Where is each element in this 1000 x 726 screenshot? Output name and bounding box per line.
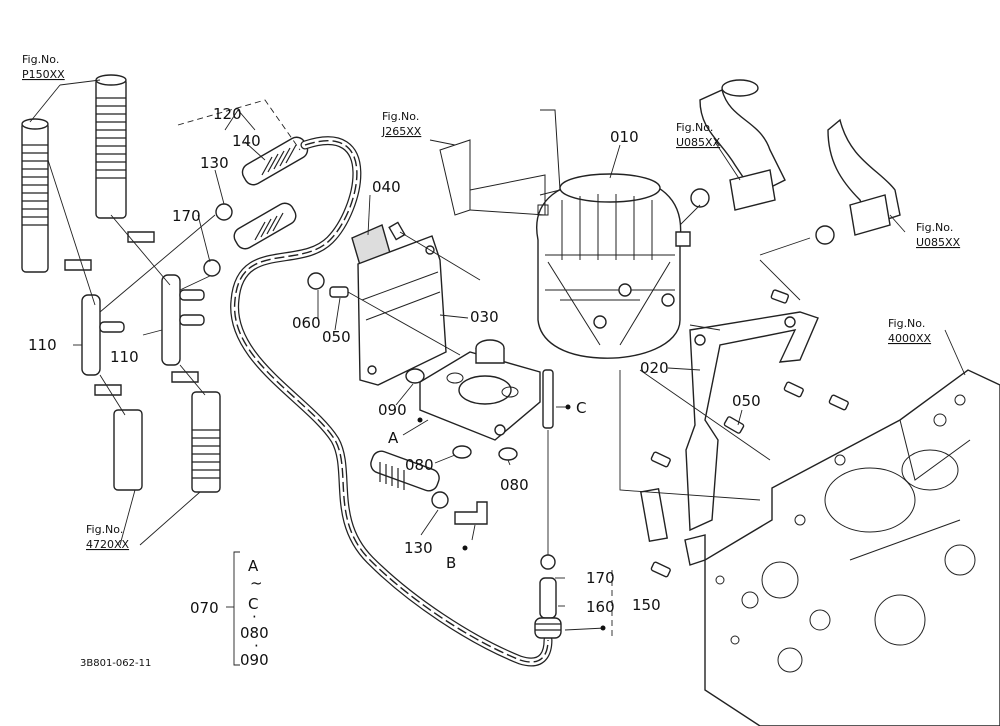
fig-ref-label: Fig.No. — [22, 53, 59, 66]
fig-ref-label: Fig.No. — [888, 317, 925, 330]
gasket-and-bracket — [307, 221, 481, 386]
fig-ref-j265: Fig.No. J265XX — [381, 110, 422, 138]
part-label-110-right: 110 — [110, 348, 139, 366]
callout-label-c: C — [576, 399, 586, 417]
part-label-030: 030 — [470, 308, 499, 326]
bracket-020 — [639, 259, 849, 578]
set-label-070: 070 — [190, 599, 219, 617]
leader-lines — [29, 79, 966, 607]
part-label-130-bottom: 130 — [404, 539, 433, 557]
part-label-170-right: 170 — [586, 569, 615, 587]
j265-bracket — [429, 109, 561, 216]
set-item-080: 080 — [240, 624, 269, 642]
fig-ref-number: 4000XX — [888, 332, 932, 345]
fig-ref-4720: Fig.No. 4720XX — [86, 523, 130, 551]
fig-ref-number: 4720XX — [86, 538, 130, 551]
part-label-020: 020 — [640, 359, 669, 377]
fig-ref-label: Fig.No. — [676, 121, 713, 134]
callout-label-a: A — [388, 429, 399, 447]
part-label-090: 090 — [378, 401, 407, 419]
part-label-010: 010 — [610, 128, 639, 146]
fig-ref-label: Fig.No. — [382, 110, 419, 123]
part-label-130-top: 130 — [200, 154, 229, 172]
fig-ref-label: Fig.No. — [86, 523, 123, 536]
left-hose-assembly — [21, 74, 221, 493]
part-label-040: 040 — [372, 178, 401, 196]
figure-code: 3B801-062-11 — [80, 658, 151, 669]
part-label-170-left: 170 — [172, 207, 201, 225]
part-label-050-left: 050 — [322, 328, 351, 346]
set-item-tilde: ~ — [250, 574, 263, 592]
filter-head-bracket — [405, 339, 554, 560]
set-item-dot: · — [252, 608, 257, 626]
fig-ref-number: U085XX — [916, 236, 961, 249]
part-label-140: 140 — [232, 132, 261, 150]
fig-ref-p150: Fig.No. P150XX — [22, 53, 65, 81]
fig-ref-number: J265XX — [381, 125, 422, 138]
part-label-080-right: 080 — [500, 476, 529, 494]
fig-ref-number: U085XX — [676, 136, 721, 149]
drain-assembly — [534, 554, 613, 640]
engine-block — [619, 369, 1000, 726]
set-item-090: 090 — [240, 651, 269, 669]
set-item-a: A — [248, 557, 259, 575]
u085-hoses — [679, 79, 901, 256]
pipe-110-right — [161, 274, 181, 366]
part-label-060: 060 — [292, 314, 321, 332]
set-item-dot-2: · — [254, 637, 259, 655]
fig-ref-4000: Fig.No. 4000XX — [888, 317, 932, 345]
set-070-group: 070 A ~ C · 080 090 · — [190, 551, 269, 669]
pipe-110-left — [81, 294, 101, 376]
part-label-050-right: 050 — [732, 392, 761, 410]
fig-ref-number: P150XX — [22, 68, 65, 81]
part-label-120: 120 — [213, 105, 242, 123]
part-label-160: 160 — [586, 598, 615, 616]
part-label-110-left: 110 — [28, 336, 57, 354]
callout-label-b: B — [446, 554, 456, 572]
part-labels: 010 020 030 040 050 050 060 080 080 090 … — [28, 105, 761, 616]
fig-ref-u085-b: Fig.No. U085XX — [916, 221, 961, 249]
part-label-080-left: 080 — [405, 456, 434, 474]
set-item-c: C — [248, 595, 258, 613]
fig-ref-label: Fig.No. — [916, 221, 953, 234]
fuel-filter — [536, 173, 691, 359]
fig-ref-u085-a: Fig.No. U085XX — [676, 121, 721, 149]
part-label-150: 150 — [632, 596, 661, 614]
fuel-hose-set — [177, 99, 553, 667]
